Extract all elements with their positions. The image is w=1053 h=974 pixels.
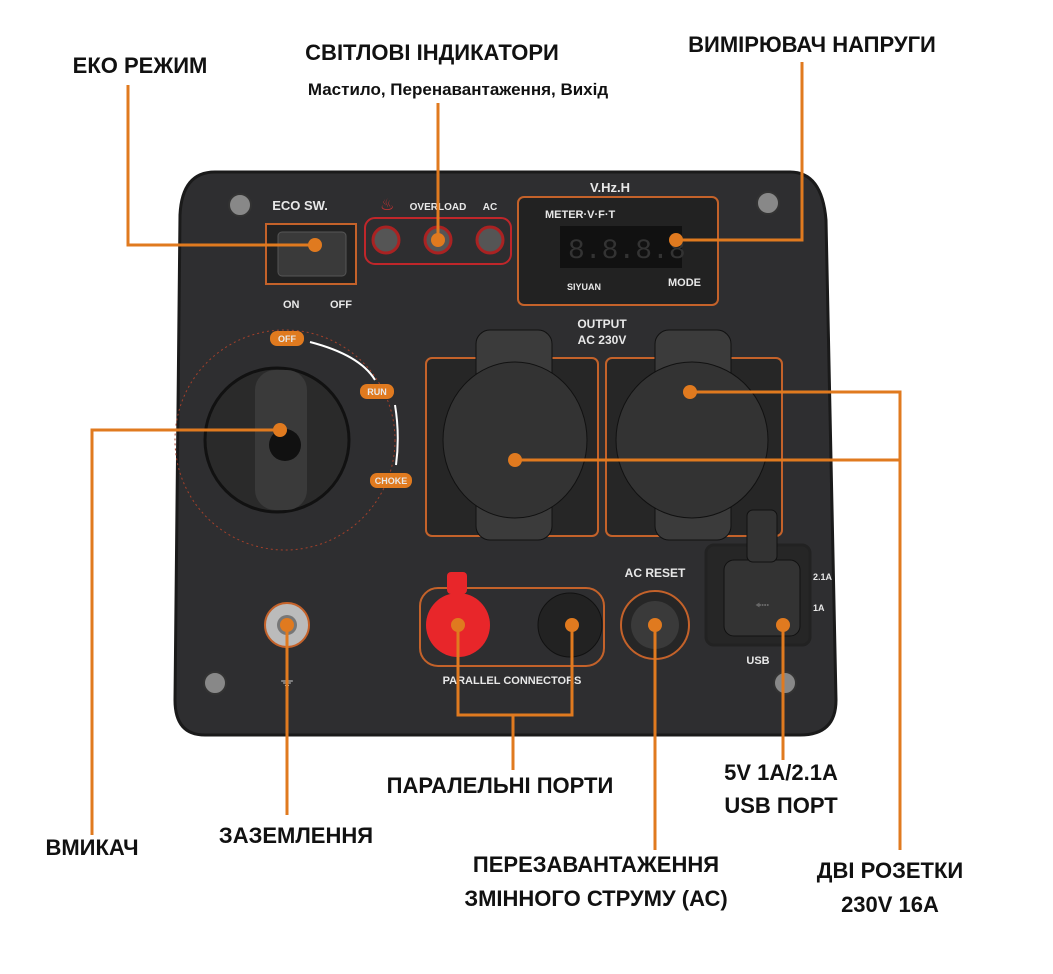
- eco-off-label: OFF: [330, 299, 352, 311]
- meter-mode-button[interactable]: MODE: [668, 277, 701, 289]
- callout-sockets-1: ДВІ РОЗЕТКИ: [817, 858, 963, 883]
- knob-choke-label: CHOKE: [375, 476, 408, 486]
- eco-on-label: ON: [283, 299, 300, 311]
- meter-brand: SIYUAN: [567, 282, 601, 292]
- callout-lines: [90, 62, 902, 850]
- callout-indicators-title: СВІТЛОВІ ІНДИКАТОРИ: [305, 40, 559, 65]
- meter-display: 8.8.8.8: [568, 236, 686, 267]
- eco-switch[interactable]: [277, 231, 347, 277]
- socket-left[interactable]: [425, 329, 599, 541]
- usb-label: USB: [746, 655, 769, 667]
- callout-usb-2: USB ПОРТ: [724, 793, 838, 818]
- socket-right[interactable]: [605, 329, 783, 541]
- oil-icon: ♨: [380, 197, 394, 214]
- callout-ac-reset-2: ЗМІННОГО СТРУМУ (АС): [464, 886, 727, 911]
- ac-reset-label: AC RESET: [625, 566, 686, 580]
- callout-sockets-2: 230V 16A: [841, 892, 939, 917]
- callout-indicators-sub: Мастило, Перенавантаження, Вихід: [308, 80, 609, 99]
- meter-title: METER·V·F·T: [545, 209, 616, 221]
- screw-icon: [203, 191, 797, 695]
- callout-ac-reset-1: ПЕРЕЗАВАНТАЖЕННЯ: [473, 852, 719, 877]
- callout-switch: ВМИКАЧ: [45, 835, 138, 860]
- callout-eco: ЕКО РЕЖИМ: [73, 53, 208, 78]
- eco-switch-label: ECO SW.: [272, 198, 328, 213]
- knob-run-label: RUN: [367, 387, 387, 397]
- callout-usb-1: 5V 1A/2.1A: [724, 760, 838, 785]
- callout-parallel: ПАРАЛЕЛЬНІ ПОРТИ: [387, 773, 614, 798]
- output-voltage-label: AC 230V: [578, 333, 627, 347]
- callout-meter: ВИМІРЮВАЧ НАПРУГИ: [688, 32, 936, 57]
- knob-off-label: OFF: [278, 334, 296, 344]
- parallel-connectors-label: PARALLEL CONNECTORS: [443, 675, 582, 687]
- ac-indicator-label: AC: [483, 202, 497, 213]
- callout-ground: ЗАЗЕМЛЕННЯ: [219, 823, 373, 848]
- usb-21a-label: 2.1A: [813, 572, 833, 582]
- vhzh-label: V.Hz.H: [590, 180, 630, 195]
- usb-1a-label: 1A: [813, 603, 825, 613]
- output-label: OUTPUT: [577, 317, 627, 331]
- usb-icon: ⭪: [754, 595, 769, 617]
